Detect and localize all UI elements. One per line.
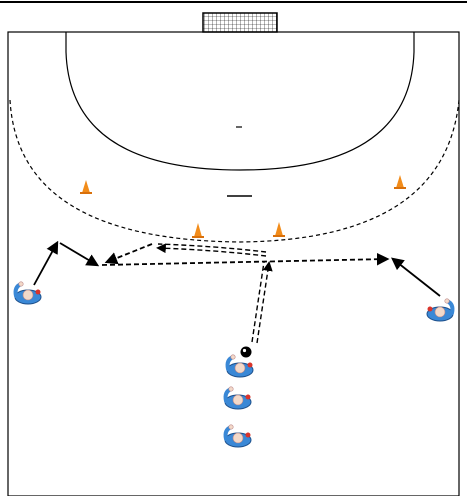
player-icon bbox=[223, 386, 252, 410]
dribble-arrow bbox=[156, 243, 267, 257]
pass-arrow bbox=[104, 243, 153, 265]
ball-icon bbox=[240, 346, 252, 358]
free-throw-line bbox=[9, 99, 460, 243]
cone-icon bbox=[273, 222, 285, 237]
cone-icon bbox=[192, 223, 204, 238]
cone-icon bbox=[80, 180, 92, 194]
player-icon bbox=[426, 298, 455, 322]
run-arrow bbox=[391, 257, 441, 297]
pass-arrow bbox=[101, 252, 390, 266]
player-icon bbox=[13, 281, 42, 305]
run-arrow bbox=[59, 242, 100, 267]
goal-icon bbox=[202, 12, 278, 33]
cone-icon bbox=[394, 175, 406, 189]
dribble-arrow bbox=[251, 261, 273, 344]
court-boundary bbox=[7, 31, 460, 496]
player-icon bbox=[225, 354, 254, 378]
run-arrow bbox=[33, 240, 59, 286]
goal-area-line bbox=[65, 32, 415, 171]
player-icon bbox=[223, 424, 252, 448]
